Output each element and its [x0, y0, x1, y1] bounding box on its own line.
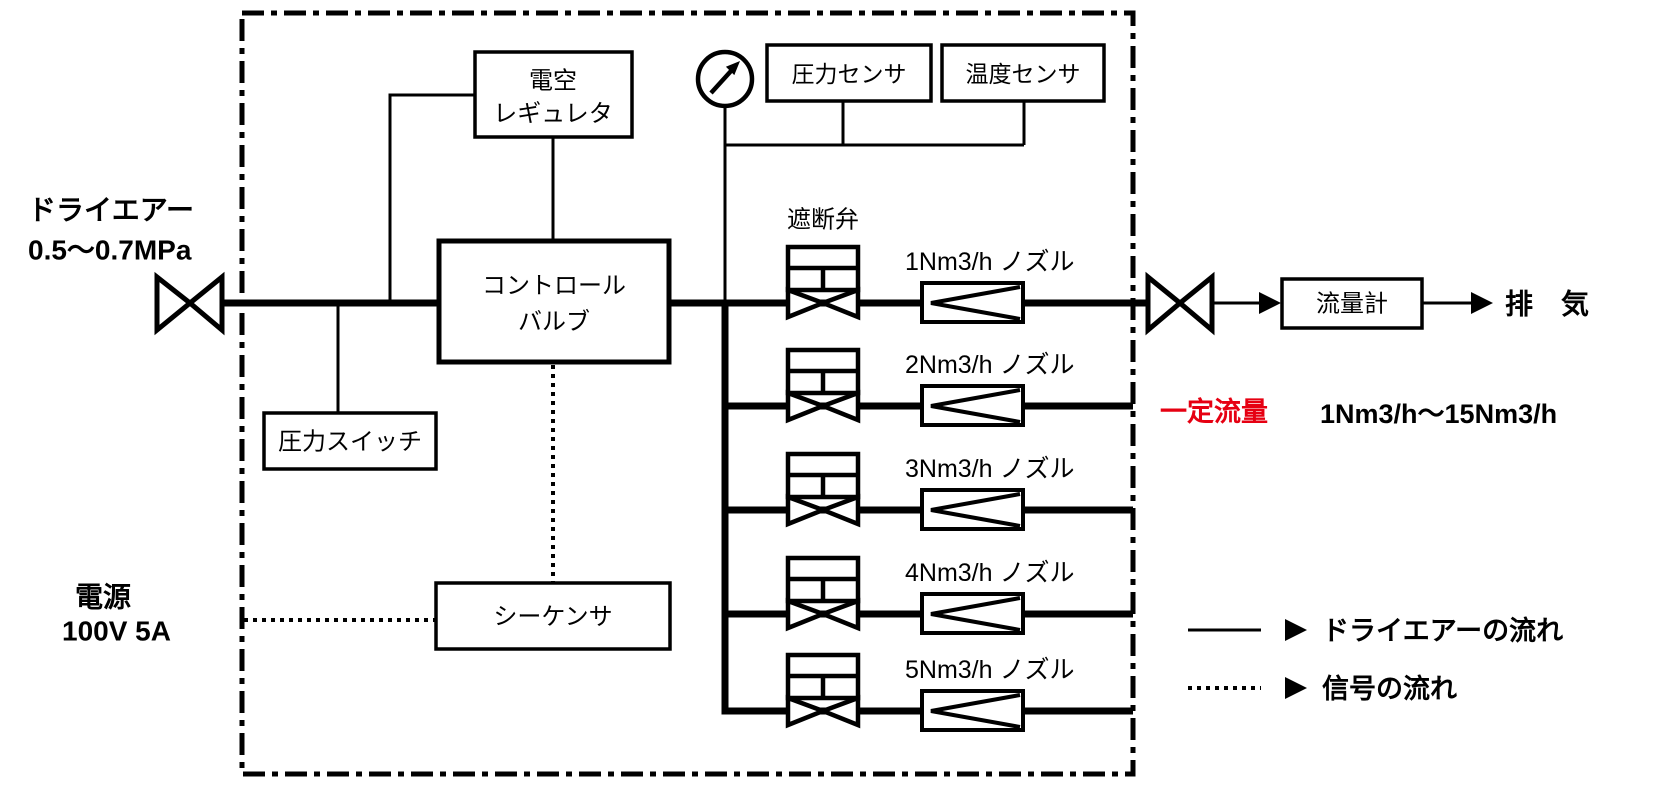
temperature-sensor-box: [940, 43, 1106, 103]
nozzle4-label: 4Nm3/h ノズル: [905, 559, 1074, 587]
nozzle5-icon: [920, 689, 1025, 732]
power-label-line2: 100V 5A: [62, 616, 171, 647]
nozzle5-label: 5Nm3/h ノズル: [905, 656, 1074, 684]
regulator-box: [473, 50, 634, 139]
nozzle3-icon: [920, 488, 1025, 531]
nozzle1-label: 1Nm3/h ノズル: [905, 248, 1074, 276]
shutoff-valve1-icon: [785, 244, 861, 321]
flow-range-label: 1Nm3/h～15Nm3/h: [1320, 399, 1557, 429]
legend-air-flow-label: ドライエアーの流れ: [1322, 616, 1563, 646]
shutoff-valves: [785, 244, 861, 729]
shutoff-valve5-icon: [785, 652, 861, 729]
regulator-label-line2: レギュレタ: [493, 101, 613, 128]
legend-solid-arrowhead-icon: [1285, 619, 1307, 641]
legend-signal-flow-label: 信号の流れ: [1322, 674, 1457, 704]
temperature-sensor-label: 温度センサ: [966, 61, 1081, 87]
thin-connector-lines: [336, 93, 1473, 412]
pressure-gauge-icon: [695, 49, 755, 109]
control-valve-label-line2: バルブ: [518, 309, 590, 336]
pressure-switch-label: 圧力スイッチ: [278, 429, 422, 456]
flow-arrowheads: [1259, 292, 1493, 314]
system-boundary-box: [239, 10, 1136, 777]
exhaust-label: 排 気: [1505, 289, 1589, 320]
nozzle2-label: 2Nm3/h ノズル: [905, 351, 1074, 379]
control-valve-label-line1: コントロール: [482, 273, 626, 300]
pressure-switch-box: [262, 411, 438, 471]
nozzle4-icon: [920, 592, 1025, 635]
shutoff-valve3-icon: [785, 451, 861, 528]
shutoff-valve2-icon: [785, 347, 861, 424]
nozzle2-icon: [920, 384, 1025, 427]
legend: ドライエアーの流れ 信号の流れ: [1188, 616, 1563, 704]
constant-flow-label: 一定流量: [1160, 396, 1268, 427]
pressure-sensor-label: 圧力センサ: [792, 61, 907, 87]
inlet-valve-icon: [154, 271, 225, 336]
flow-meter-box: [1280, 277, 1424, 330]
signal-lines: [244, 365, 555, 622]
sequencer-label: シーケンサ: [493, 604, 612, 631]
regulator-left-branch-line: [388, 93, 475, 300]
flow-meter-label: 流量計: [1316, 291, 1388, 318]
outlet-valve-icon: [1145, 271, 1215, 336]
component-boxes: 電空 レギュレタ コントロール バルブ 圧力スイッチ シーケンサ 圧力センサ 温…: [262, 43, 1424, 651]
nozzle1-icon: [920, 281, 1025, 324]
inlet-label-line2: 0.5～0.7MPa: [28, 235, 192, 266]
arrowhead-to-exhaust-icon: [1471, 292, 1493, 314]
nozzle-icons: [920, 281, 1025, 732]
standalone-labels: ドライエアー 0.5～0.7MPa 電源 100V 5A 遮断弁 1Nm3/h …: [28, 195, 1589, 685]
shutoff-valve-label: 遮断弁: [787, 207, 859, 234]
legend-dotted-arrowhead-icon: [1285, 677, 1307, 699]
control-valve-box: [436, 238, 672, 365]
inlet-label-line1: ドライエアー: [28, 195, 194, 226]
nozzle3-label: 3Nm3/h ノズル: [905, 455, 1074, 483]
pressure-sensor-box: [765, 43, 933, 103]
shutoff-valve4-icon: [785, 555, 861, 632]
arrowhead-to-flowmeter-icon: [1259, 292, 1281, 314]
power-label-line1: 電源: [75, 582, 131, 613]
sequencer-box: [434, 581, 672, 651]
regulator-label-line1: 電空: [529, 68, 577, 95]
